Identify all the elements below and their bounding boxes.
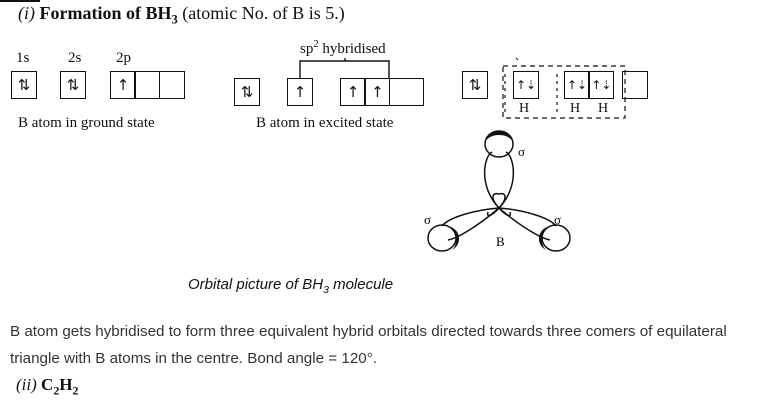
section-i-heading: (i) Formation of BH3 (atomic No. of B is…	[18, 3, 345, 28]
hyb-sup: 2	[313, 39, 319, 50]
excited-1s-box: ⇅	[234, 78, 260, 106]
orbital-cell: ↑⇣	[513, 71, 539, 99]
sigma-right: σ	[554, 212, 561, 227]
formula-c-sub: 2	[53, 383, 60, 398]
explanation-paragraph: B atom gets hybridised to form three equ…	[10, 323, 727, 367]
orbital-cell: ↑	[110, 71, 136, 99]
orbital-cell: ⇅	[462, 71, 488, 99]
h-label-2: H	[570, 101, 581, 116]
label-1s: 1s	[16, 50, 30, 66]
excited-caption: B atom in excited state	[256, 115, 394, 131]
title-subscript: 3	[171, 12, 178, 27]
hyb-post: hybridised	[318, 41, 386, 57]
sigma-top: σ	[518, 144, 525, 159]
h-label-1: H	[519, 101, 530, 116]
excited-2s-box: ↑	[287, 78, 313, 106]
title-rest: (atomic No. of B is 5.)	[177, 3, 345, 23]
label-2p: 2p	[116, 50, 131, 66]
top-rule	[0, 0, 40, 2]
bh3-orbital-diagram: σ σ σ B	[424, 130, 571, 252]
section-i-title: Formation of BH3	[39, 3, 178, 27]
hyb-pre: sp	[300, 41, 314, 57]
sigma-left: σ	[424, 212, 431, 227]
formula-h-sub: 2	[72, 383, 79, 398]
orbital-cell	[158, 71, 185, 99]
orbital-cell: ⇅	[234, 78, 260, 106]
orbital-cell: ⇅	[11, 71, 37, 99]
ground-2s-box: ⇅	[60, 71, 86, 99]
orbital-cell: ↑⇣	[564, 71, 590, 99]
center-b-label: B	[496, 234, 505, 249]
orbital-cell: ↑	[340, 78, 366, 106]
h-label-3: H	[598, 101, 609, 116]
orbital-cell	[134, 71, 161, 99]
caption-sub: 3	[323, 284, 329, 296]
formula-c: C	[41, 375, 54, 394]
bonded-2p-boxes: ↑⇣ ↑⇣	[564, 71, 649, 99]
orbital-cell	[622, 71, 649, 99]
orbital-cell: ↑	[287, 78, 313, 106]
bonded-2s-box: ↑⇣	[513, 71, 539, 99]
section-ii-formula: C2H2	[41, 375, 79, 398]
ground-2p-boxes: ↑	[110, 71, 185, 99]
orbital-cell	[388, 78, 424, 106]
orbital-caption: Orbital picture of BH3 molecule	[188, 276, 393, 296]
ground-1s-box: ⇅	[11, 71, 37, 99]
label-2s: 2s	[68, 50, 82, 66]
section-ii-heading: (ii) C2H2	[16, 375, 78, 398]
section-i-label: (i)	[18, 3, 35, 23]
bonded-dashed-frame	[502, 57, 626, 119]
caption-pre: Orbital picture of BH	[188, 276, 324, 293]
caption-post: molecule	[328, 276, 394, 293]
orbital-cell: ↑⇣	[588, 71, 615, 99]
orbital-cell: ↑	[364, 78, 391, 106]
section-ii-label: (ii)	[16, 375, 37, 394]
hybrid-bracket	[299, 58, 390, 79]
title-text: Formation of BH	[39, 3, 172, 23]
orbital-cell: ⇅	[60, 71, 86, 99]
excited-2p-boxes: ↑ ↑	[340, 78, 424, 106]
formula-h: H	[59, 375, 73, 394]
bonded-1s-box: ⇅	[462, 71, 488, 99]
hybridised-label: sp2 hybridised	[300, 39, 386, 58]
ground-caption: B atom in ground state	[18, 115, 155, 131]
